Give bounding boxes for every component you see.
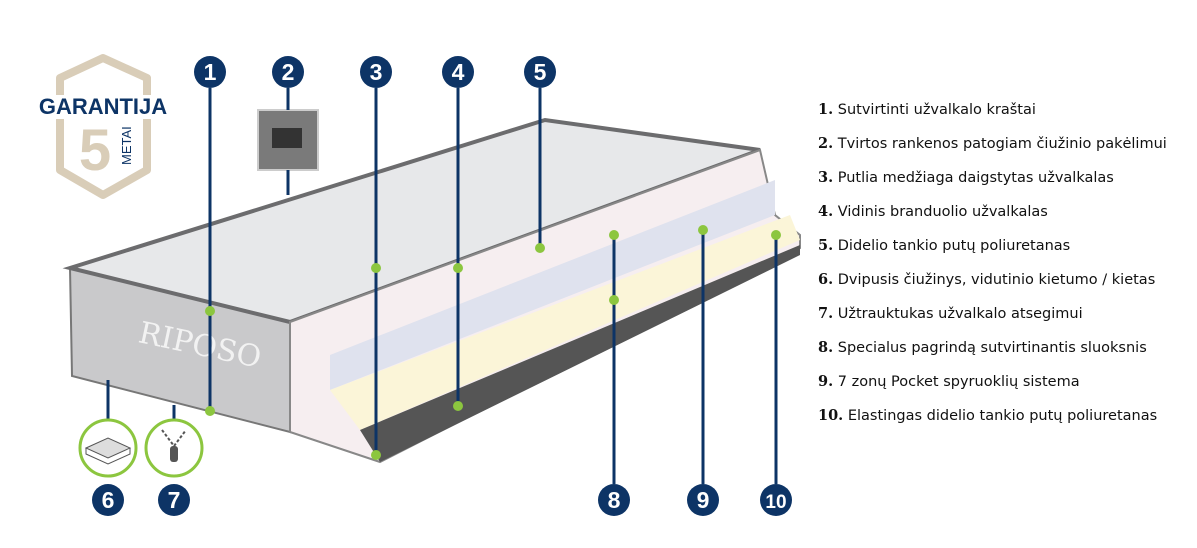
marker-number: 10 (765, 492, 786, 513)
legend-text: Sutvirtinti užvalkalo kraštai (837, 102, 1036, 118)
marker-7: 7 (158, 484, 190, 516)
legend-text: Putlia medžiaga daigstytas užvalkalas (837, 170, 1114, 186)
marker-5: 5 (524, 56, 556, 88)
marker-8: 8 (598, 484, 630, 516)
badge-years: 5 (79, 118, 111, 183)
warranty-badge: GARANTIJA 5 METAI (34, 54, 172, 199)
marker-number: 4 (452, 59, 465, 85)
marker-number: 3 (370, 59, 383, 85)
legend-item: 5. Didelio tankio putų poliuretanas (818, 237, 1167, 271)
legend-number: 10. (818, 407, 844, 424)
legend-text: Vidinis branduolio užvalkalas (837, 204, 1048, 220)
legend-item: 4. Vidinis branduolio užvalkalas (818, 203, 1167, 237)
legend-text: Dvipusis čiužinys, vidutinio kietumo / k… (837, 272, 1156, 288)
zipper-icon (144, 418, 204, 478)
legend-item: 2. Tvirtos rankenos patogiam čiužinio pa… (818, 135, 1167, 169)
marker-9: 9 (687, 484, 719, 516)
legend-number: 2. (818, 135, 834, 152)
legend-item: 7. Užtrauktukas užvalkalo atsegimui (818, 305, 1167, 339)
marker-3: 3 (360, 56, 392, 88)
legend-item: 10. Elastingas didelio tankio putų poliu… (818, 407, 1167, 441)
legend-number: 5. (818, 237, 834, 254)
callout-dots (205, 225, 781, 460)
legend-number: 8. (818, 339, 834, 356)
legend-text: 7 zonų Pocket spyruoklių sistema (837, 374, 1080, 390)
double-sided-icon (78, 418, 138, 478)
legend-text: Specialus pagrindą sutvirtinantis sluoks… (837, 340, 1147, 356)
legend-text: Didelio tankio putų poliuretanas (837, 238, 1071, 254)
marker-6: 6 (92, 484, 124, 516)
number-markers: 1 2 3 4 5 6 7 8 9 10 (92, 56, 792, 516)
marker-4: 4 (442, 56, 474, 88)
legend-number: 9. (818, 373, 834, 390)
marker-number: 6 (102, 487, 115, 513)
legend-text: Užtrauktukas užvalkalo atsegimui (837, 306, 1083, 322)
marker-number: 5 (534, 59, 547, 85)
legend-item: 6. Dvipusis čiužinys, vidutinio kietumo … (818, 271, 1167, 305)
legend-item: 3. Putlia medžiaga daigstytas užvalkalas (818, 169, 1167, 203)
legend-text: Elastingas didelio tankio putų poliureta… (847, 408, 1158, 424)
marker-2: 2 (272, 56, 304, 88)
legend-item: 8. Specialus pagrindą sutvirtinantis slu… (818, 339, 1167, 373)
marker-number: 1 (204, 59, 217, 85)
marker-1: 1 (194, 56, 226, 88)
legend-text: Tvirtos rankenos patogiam čiužinio pakėl… (837, 136, 1167, 152)
badge-title: GARANTIJA (39, 94, 167, 119)
legend-number: 7. (818, 305, 834, 322)
badge-unit: METAI (119, 126, 134, 165)
legend-item: 9. 7 zonų Pocket spyruoklių sistema (818, 373, 1167, 407)
marker-number: 7 (168, 487, 181, 513)
mattress-illustration: RIPOSO (62, 109, 801, 464)
legend-number: 6. (818, 271, 834, 288)
marker-10: 10 (760, 484, 792, 516)
marker-number: 9 (697, 487, 710, 513)
marker-number: 2 (282, 59, 295, 85)
legend-item: 1. Sutvirtinti užvalkalo kraštai (818, 101, 1167, 135)
legend-number: 1. (818, 101, 834, 118)
marker-number: 8 (608, 487, 621, 513)
legend-number: 3. (818, 169, 834, 186)
legend-number: 4. (818, 203, 834, 220)
